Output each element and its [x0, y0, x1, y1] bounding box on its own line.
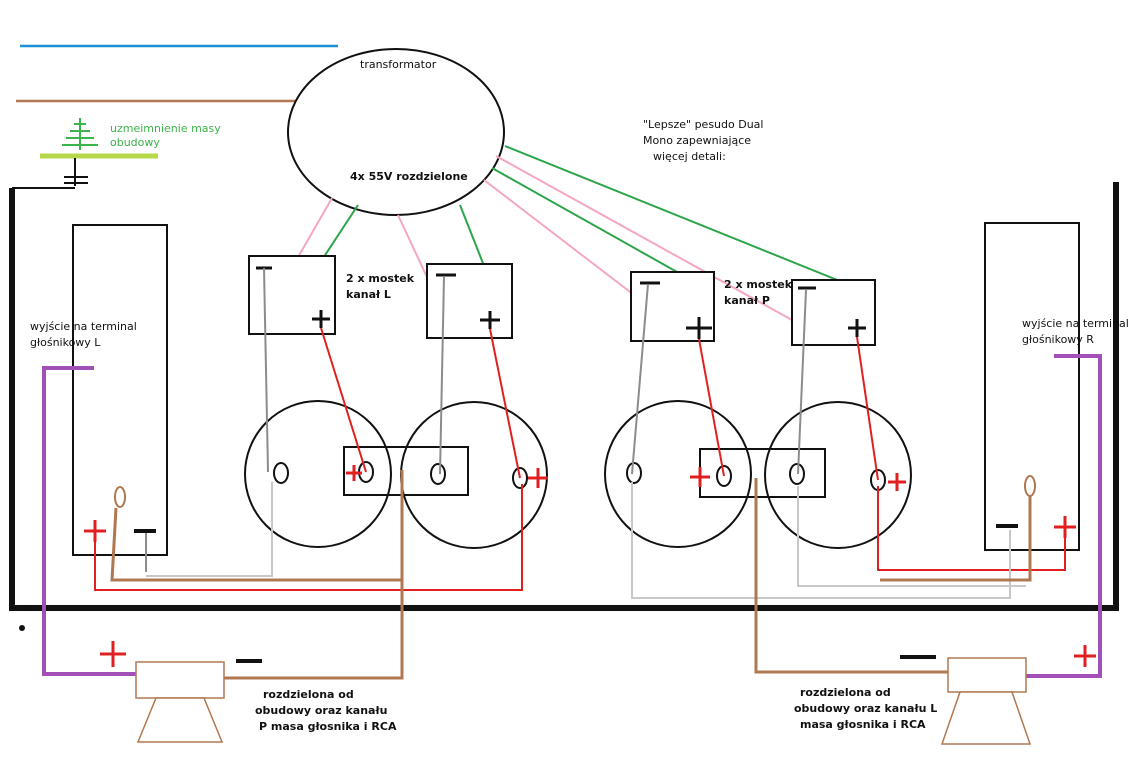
speaker-ground-wires: [110, 470, 1032, 680]
terminal-left-label: wyjście na terminal głośnikowy L: [30, 320, 140, 349]
amp-board-left: [72, 224, 168, 556]
dual-mono-note: "Lepsze" pesudo Dual Mono zapewniające w…: [643, 118, 767, 163]
ground-symbol-icon: [62, 118, 98, 150]
speaker-left-icon: [135, 661, 225, 743]
capacitor-3: [604, 400, 752, 548]
ground-note: uzmeimnienie masy obudowy: [110, 122, 224, 149]
speaker-positive-wires: [42, 354, 1102, 678]
capacitor-4: [764, 401, 912, 549]
board-left-terminal-ring: [114, 486, 126, 508]
bridge-left-label: 2 x mostek kanał L: [346, 272, 418, 301]
terminal-right-label: wyjście na terminal głośnikowy R: [1022, 317, 1132, 346]
chassis-outline: [9, 182, 1119, 611]
transformer-label: transformator: [360, 58, 437, 71]
transformer-output-label: 4x 55V rozdzielone: [350, 170, 468, 183]
amp-board-right: [984, 222, 1080, 551]
ground-busbar-left: [343, 446, 469, 496]
capacitor-terminals: [273, 461, 886, 491]
capacitor-1: [244, 400, 392, 548]
minus-marks: [134, 524, 1018, 663]
note-left: rozdzielona od obudowy oraz kanału P mas…: [255, 688, 397, 733]
ground-cap-icon: [12, 158, 88, 189]
positive-rail-wires: [94, 327, 1066, 591]
negative-rail-wires: [145, 267, 807, 572]
speaker-right-icon: [940, 657, 1032, 745]
bridge-right-label: 2 x mostek kanał P: [724, 278, 796, 307]
transformer: [287, 48, 505, 216]
negative-return-wires: [146, 482, 1026, 599]
chassis-dot: [19, 625, 25, 631]
note-right: rozdzielona od obudowy oraz kanału L mas…: [794, 686, 941, 731]
polarity-marks: [84, 465, 1096, 667]
